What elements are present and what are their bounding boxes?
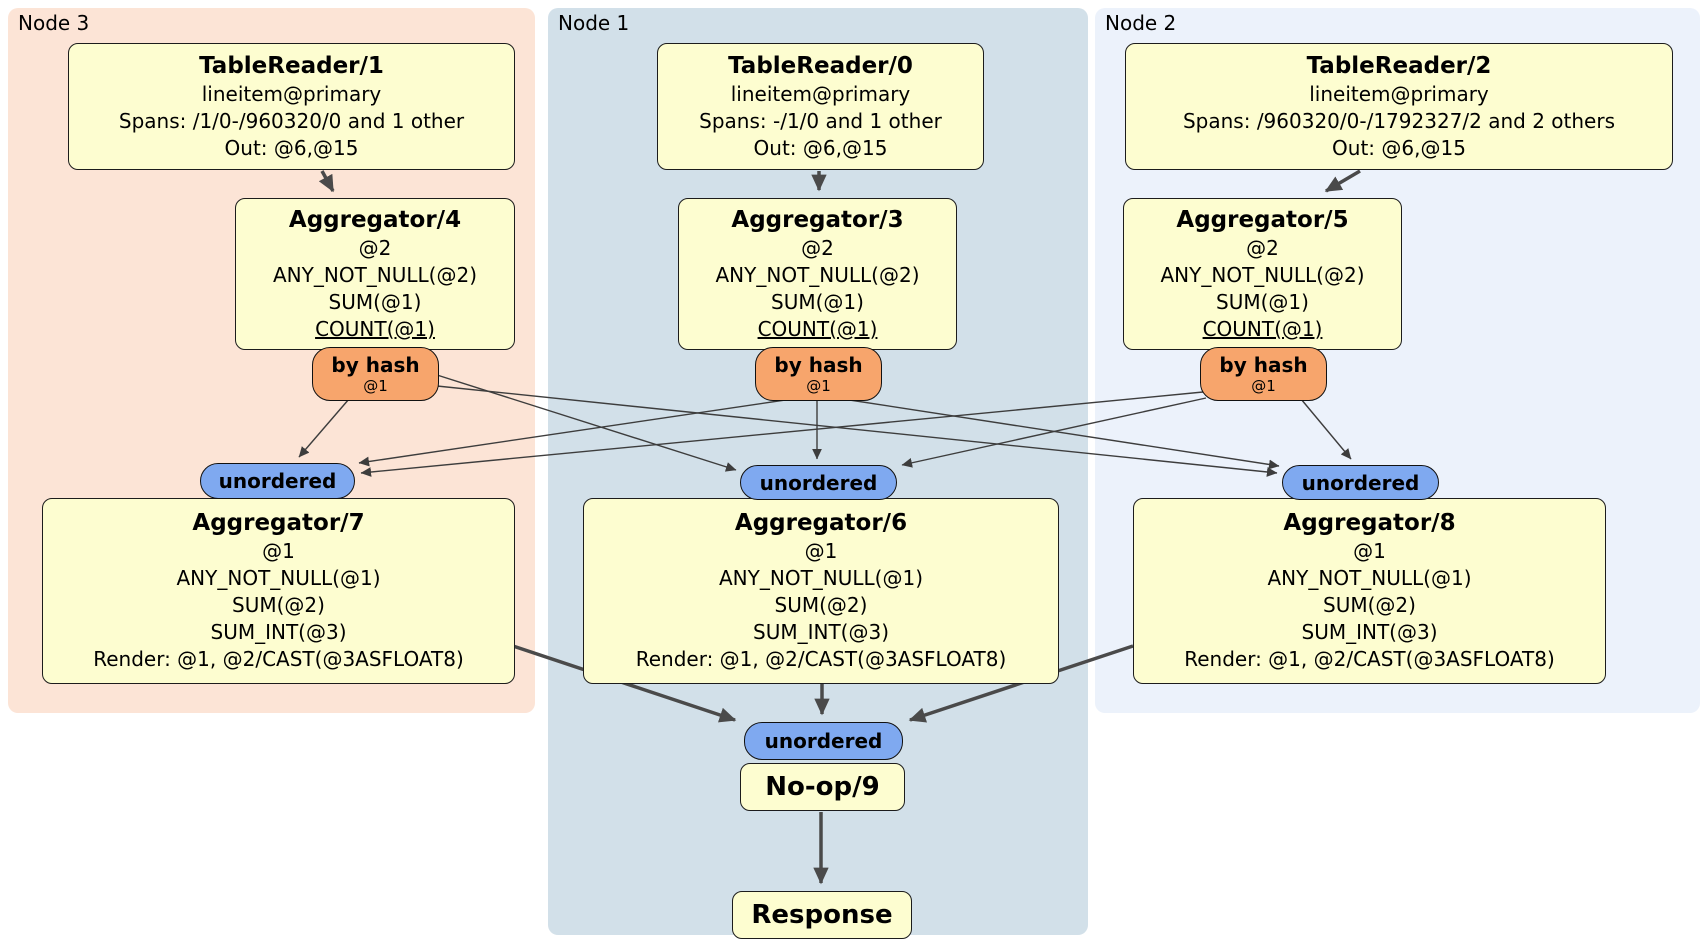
processor-line: COUNT(@1) [1202, 316, 1323, 341]
processor-line: @1 [262, 539, 295, 563]
processor-title: TableReader/0 [728, 52, 913, 79]
stream-unordered-sink: unordered [744, 722, 903, 760]
processor-line: @2 [801, 235, 834, 260]
processor-line: SUM(@2) [232, 593, 325, 617]
aggregator-8-box: Aggregator/8 @1 ANY_NOT_NULL(@1) SUM(@2)… [1133, 498, 1606, 684]
processor-title: Aggregator/5 [1176, 206, 1349, 233]
processor-line: SUM(@1) [1216, 289, 1309, 314]
router-detail: @1 [1251, 376, 1276, 395]
processor-line: @2 [1246, 235, 1279, 260]
hash-router-node1: by hash @1 [755, 347, 882, 401]
processor-title: Aggregator/8 [1283, 510, 1456, 536]
response-box: Response [732, 891, 912, 939]
processor-line: Render: @1, @2/CAST(@3ASFLOAT8) [635, 647, 1007, 671]
processor-line: ANY_NOT_NULL(@2) [273, 262, 477, 287]
router-detail: @1 [806, 376, 831, 395]
tablereader-1-box: TableReader/1 lineitem@primary Spans: /1… [68, 43, 515, 170]
tablereader-2-box: TableReader/2 lineitem@primary Spans: /9… [1125, 43, 1673, 170]
processor-line: @2 [358, 235, 392, 260]
processor-title: TableReader/2 [1306, 52, 1492, 79]
aggregator-6-box: Aggregator/6 @1 ANY_NOT_NULL(@1) SUM(@2)… [583, 498, 1059, 684]
aggregator-3-box: Aggregator/3 @2 ANY_NOT_NULL(@2) SUM(@1)… [678, 198, 957, 350]
processor-line: @1 [804, 539, 838, 563]
noop-box: No-op/9 [740, 763, 905, 811]
router-detail: @1 [363, 376, 388, 395]
processor-line: lineitem@primary [1309, 81, 1489, 106]
processor-line: SUM_INT(@3) [753, 620, 889, 644]
processor-line: Spans: /1/0-/960320/0 and 1 other [118, 108, 465, 133]
processor-line: Out: @6,@15 [753, 135, 888, 160]
processor-line: COUNT(@1) [315, 316, 435, 341]
node2-label: Node 2 [1105, 11, 1177, 35]
stream-unordered-node3: unordered [200, 463, 355, 499]
processor-line: Spans: -/1/0 and 1 other [699, 108, 942, 133]
processor-line: ANY_NOT_NULL(@1) [176, 566, 381, 590]
processor-title: Aggregator/3 [731, 206, 904, 233]
processor-line: COUNT(@1) [757, 316, 878, 341]
processor-title: Aggregator/7 [192, 510, 365, 536]
processor-line: SUM_INT(@3) [210, 620, 347, 644]
node3-label: Node 3 [18, 11, 90, 35]
processor-line: ANY_NOT_NULL(@2) [1160, 262, 1365, 287]
processor-line: SUM(@2) [1323, 593, 1416, 617]
processor-line: @1 [1353, 539, 1386, 563]
processor-line: Out: @6,@15 [1332, 135, 1466, 160]
aggregator-4-box: Aggregator/4 @2 ANY_NOT_NULL(@2) SUM(@1)… [235, 198, 515, 350]
processor-line: lineitem@primary [730, 81, 911, 106]
processor-line: ANY_NOT_NULL(@2) [715, 262, 920, 287]
stream-unordered-node1: unordered [740, 465, 897, 500]
processor-line: Out: @6,@15 [224, 135, 359, 160]
aggregator-5-box: Aggregator/5 @2 ANY_NOT_NULL(@2) SUM(@1)… [1123, 198, 1402, 350]
aggregator-7-box: Aggregator/7 @1 ANY_NOT_NULL(@1) SUM(@2)… [42, 498, 515, 684]
router-label: by hash [774, 352, 863, 377]
hash-router-node2: by hash @1 [1200, 347, 1327, 401]
processor-line: ANY_NOT_NULL(@1) [719, 566, 923, 590]
node1-label: Node 1 [558, 11, 630, 35]
processor-line: SUM(@2) [774, 593, 868, 617]
router-label: by hash [1219, 352, 1308, 377]
router-label: by hash [331, 352, 420, 377]
processor-line: Render: @1, @2/CAST(@3ASFLOAT8) [1184, 647, 1555, 671]
tablereader-0-box: TableReader/0 lineitem@primary Spans: -/… [657, 43, 984, 170]
processor-line: SUM_INT(@3) [1301, 620, 1438, 644]
processor-line: SUM(@1) [328, 289, 422, 314]
hash-router-node3: by hash @1 [312, 347, 439, 401]
processor-line: ANY_NOT_NULL(@1) [1267, 566, 1472, 590]
processor-line: Spans: /960320/0-/1792327/2 and 2 others [1182, 108, 1615, 133]
stream-unordered-node2: unordered [1282, 465, 1439, 500]
processor-title: TableReader/1 [199, 52, 384, 79]
processor-line: lineitem@primary [201, 81, 382, 106]
processor-line: SUM(@1) [771, 289, 864, 314]
processor-title: Aggregator/6 [734, 510, 908, 536]
processor-title: Aggregator/4 [288, 206, 462, 233]
processor-line: Render: @1, @2/CAST(@3ASFLOAT8) [93, 647, 464, 671]
